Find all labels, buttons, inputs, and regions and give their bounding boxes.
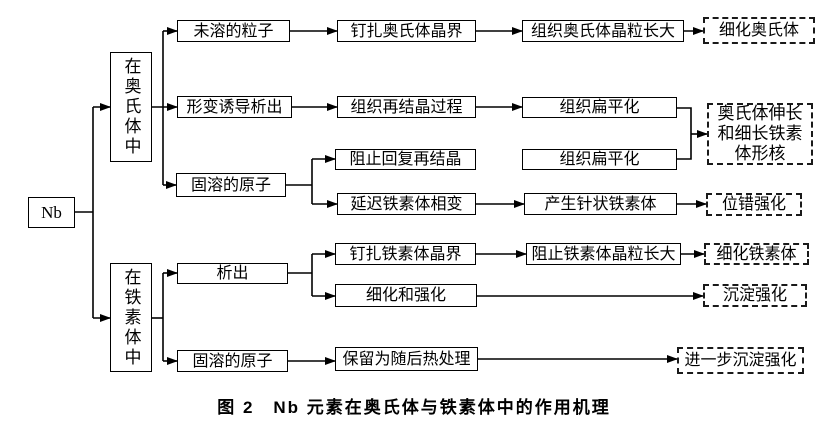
node-prevent-ferrite-grain-growth: 阻止铁素体晶粒长大 (526, 243, 681, 265)
connector-line (677, 107, 692, 160)
node-austenite-elongation: 奥氏体伸长和细长铁素体形核 (707, 103, 813, 165)
node-precipitation: 析出 (177, 263, 288, 284)
node-pin-austenite-grain-boundary: 钉扎奥氏体晶界 (337, 20, 476, 42)
node-austenite-grain-growth: 组织奥氏体晶粒长大 (522, 20, 684, 42)
node-prevent-recovery-recryst: 阻止回复再结晶 (335, 149, 476, 170)
node-pin-ferrite-grain-boundary: 钉扎铁素体晶界 (335, 243, 476, 265)
node-recrystallization-process: 组织再结晶过程 (337, 96, 476, 118)
node-solute-atoms-austenite: 固溶的原子 (176, 173, 286, 197)
node-acicular-ferrite: 产生针状铁素体 (524, 193, 677, 215)
node-solute-atoms-ferrite: 固溶的原子 (177, 350, 288, 372)
node-precipitation-strengthening: 沉淀强化 (703, 284, 807, 307)
node-undissolved-particles: 未溶的粒子 (177, 20, 290, 42)
node-retain-for-heat-treatment: 保留为随后热处理 (335, 347, 478, 371)
node-dislocation-strengthening: 位错强化 (706, 193, 802, 216)
node-nb-root: Nb (28, 197, 75, 228)
node-structure-flattening-1: 组织扁平化 (522, 97, 677, 118)
node-in-austenite: 在奥氏体中 (110, 52, 152, 162)
node-in-ferrite: 在铁素体中 (110, 263, 152, 372)
node-refine-and-strengthen: 细化和强化 (335, 284, 477, 307)
node-refine-ferrite: 细化铁素体 (704, 243, 809, 265)
node-deformation-induced-precip: 形变诱导析出 (177, 96, 292, 118)
node-delay-ferrite-transformation: 延迟铁素体相变 (337, 193, 476, 215)
node-structure-flattening-2: 组织扁平化 (522, 149, 677, 170)
figure-caption: 图 2 Nb 元素在奥氏体与铁素体中的作用机理 (217, 398, 611, 417)
node-refine-austenite: 细化奥氏体 (703, 17, 815, 44)
node-further-precip-strengthening: 进一步沉淀强化 (677, 347, 804, 374)
